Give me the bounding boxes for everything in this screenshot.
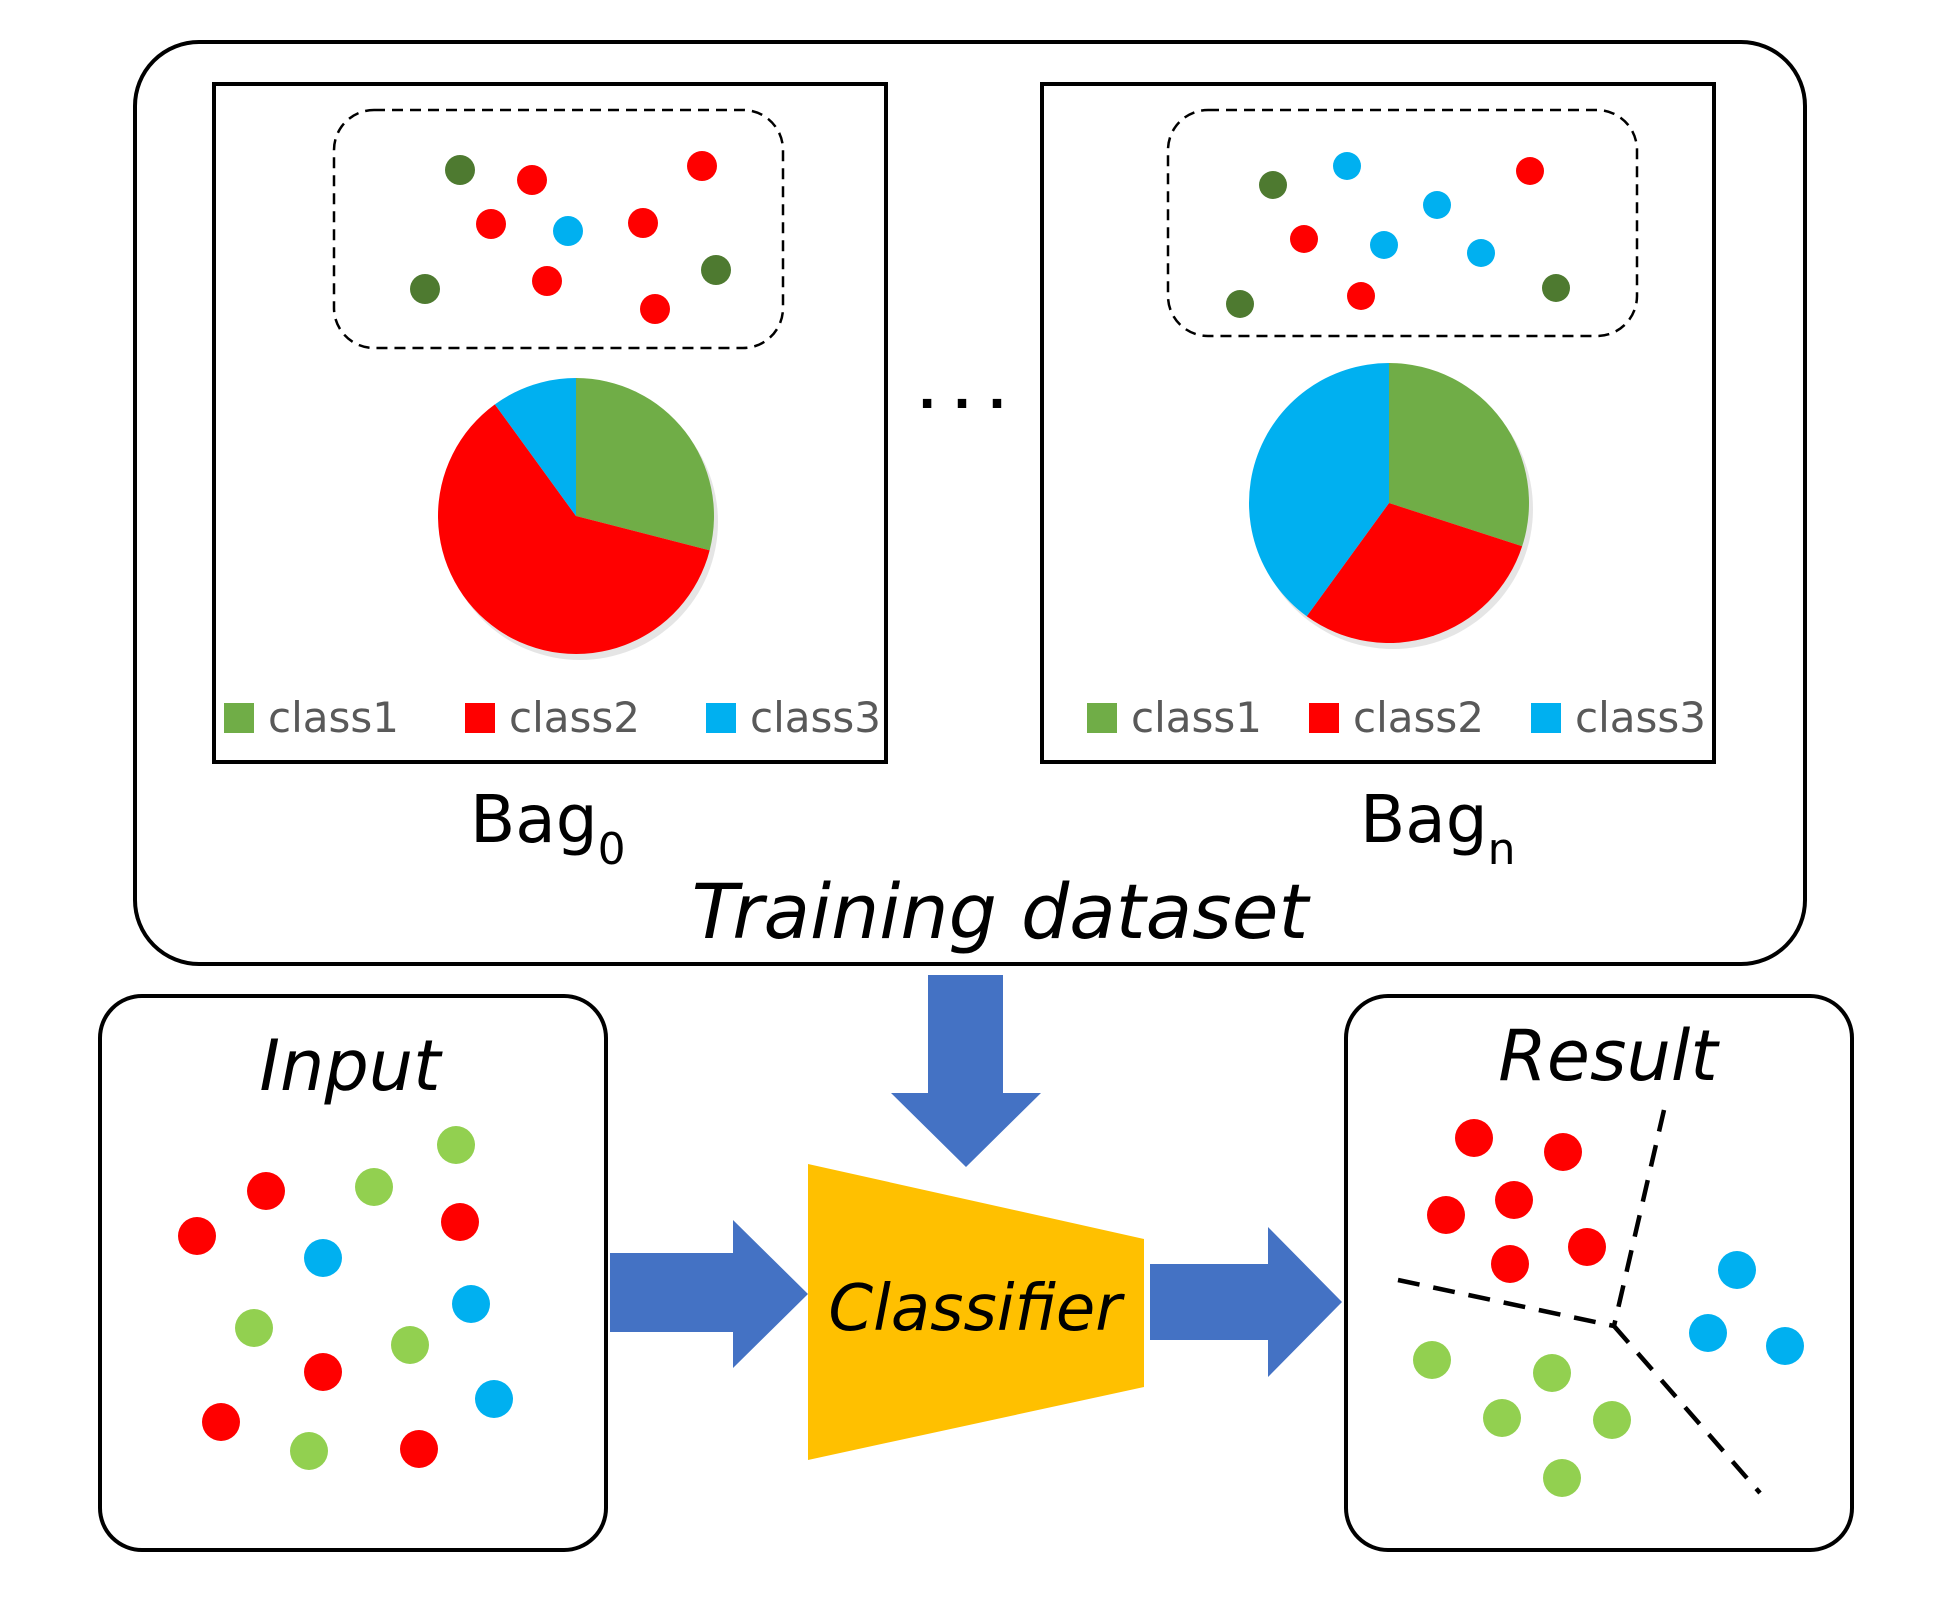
point-class3 — [452, 1285, 490, 1323]
point-class1 — [1542, 274, 1570, 302]
pie-slice-class3 — [494, 378, 576, 516]
point-class2 — [687, 151, 717, 181]
point-class1 — [1413, 1341, 1451, 1379]
point-class2 — [1568, 1228, 1606, 1266]
legend-swatch-class3 — [706, 703, 736, 733]
input-points — [178, 1126, 513, 1470]
point-class3 — [1467, 239, 1495, 267]
point-class3 — [1333, 152, 1361, 180]
pie-slice-class2 — [438, 404, 710, 654]
legend-label-class1: class1 — [268, 693, 399, 742]
training-dataset-box — [133, 40, 1807, 966]
bag-n-frame — [1040, 82, 1716, 764]
point-class2 — [247, 1172, 285, 1210]
classifier-label: Classifier — [828, 1272, 1125, 1346]
point-class3 — [1423, 191, 1451, 219]
point-class2 — [1516, 157, 1544, 185]
right-arrow-result — [1150, 1227, 1342, 1377]
point-class2 — [1491, 1245, 1529, 1283]
bag-0-frame — [212, 82, 888, 764]
point-class2 — [1495, 1181, 1533, 1219]
point-class2 — [517, 165, 547, 195]
point-class1 — [391, 1326, 429, 1364]
point-class2 — [1347, 282, 1375, 310]
boundary-upper — [1611, 1109, 1667, 1327]
point-class1 — [1226, 290, 1254, 318]
legend-label-class1: class1 — [1131, 693, 1262, 742]
bag-0-label: Bag0 — [470, 781, 626, 875]
legend-swatch-class3 — [1531, 703, 1561, 733]
point-class1 — [1259, 171, 1287, 199]
bag-n-pie-chart — [1249, 363, 1533, 649]
point-class1 — [437, 1126, 475, 1164]
bag-0-sample-region — [332, 108, 785, 350]
result-points — [1413, 1119, 1804, 1497]
point-class2 — [532, 266, 562, 296]
result-title: Result — [1498, 1015, 1720, 1097]
input-box — [98, 994, 608, 1552]
point-class2 — [178, 1217, 216, 1255]
point-class2 — [304, 1353, 342, 1391]
bag-n-sample-region — [1166, 108, 1639, 338]
point-class3 — [1689, 1314, 1727, 1352]
bag-n-legend: class1 class2 class3 — [1087, 693, 1706, 742]
ellipsis: · · · — [918, 376, 1006, 432]
point-class1 — [290, 1432, 328, 1470]
bag-n-points — [1226, 152, 1570, 318]
pie-slice-class1 — [1389, 363, 1529, 547]
point-class1 — [701, 255, 731, 285]
point-class2 — [1290, 225, 1318, 253]
bag-0-points — [410, 151, 731, 324]
classifier-block — [808, 1164, 1144, 1460]
result-box — [1344, 994, 1854, 1552]
point-class2 — [1455, 1119, 1493, 1157]
point-class1 — [355, 1168, 393, 1206]
point-class2 — [1544, 1133, 1582, 1171]
legend-swatch-class2 — [1309, 703, 1339, 733]
decision-boundaries — [1397, 1109, 1762, 1495]
point-class3 — [304, 1239, 342, 1277]
point-class2 — [476, 209, 506, 239]
point-class1 — [445, 155, 475, 185]
point-class3 — [1766, 1327, 1804, 1365]
point-class1 — [1533, 1354, 1571, 1392]
pie-slice-class3 — [1249, 363, 1389, 617]
point-class3 — [1370, 231, 1398, 259]
legend-label-class2: class2 — [1353, 693, 1484, 742]
point-class3 — [1718, 1251, 1756, 1289]
bag-0-legend: class1 class2 class3 — [224, 693, 881, 742]
right-arrow-input — [610, 1220, 808, 1368]
point-class1 — [1543, 1459, 1581, 1497]
pie-slice-class2 — [1306, 503, 1523, 643]
point-class3 — [475, 1380, 513, 1418]
point-class2 — [640, 294, 670, 324]
point-class2 — [400, 1430, 438, 1468]
point-class2 — [628, 208, 658, 238]
legend-label-class3: class3 — [750, 693, 881, 742]
point-class2 — [1427, 1196, 1465, 1234]
point-class1 — [410, 274, 440, 304]
boundary-lower — [1612, 1324, 1762, 1495]
point-class1 — [235, 1309, 273, 1347]
point-class2 — [202, 1403, 240, 1441]
bag-n-label: Bagn — [1360, 781, 1516, 875]
down-arrow — [891, 975, 1041, 1167]
point-class2 — [441, 1203, 479, 1241]
training-dataset-title: Training dataset — [692, 867, 1312, 956]
input-title: Input — [259, 1025, 443, 1107]
legend-label-class2: class2 — [509, 693, 640, 742]
legend-label-class3: class3 — [1575, 693, 1706, 742]
legend-swatch-class2 — [465, 703, 495, 733]
boundary-left — [1397, 1277, 1615, 1329]
point-class3 — [553, 216, 583, 246]
bag-0-pie-chart — [438, 378, 718, 660]
legend-swatch-class1 — [224, 703, 254, 733]
point-class1 — [1593, 1401, 1631, 1439]
point-class1 — [1483, 1399, 1521, 1437]
pie-slice-class1 — [576, 378, 714, 551]
legend-swatch-class1 — [1087, 703, 1117, 733]
